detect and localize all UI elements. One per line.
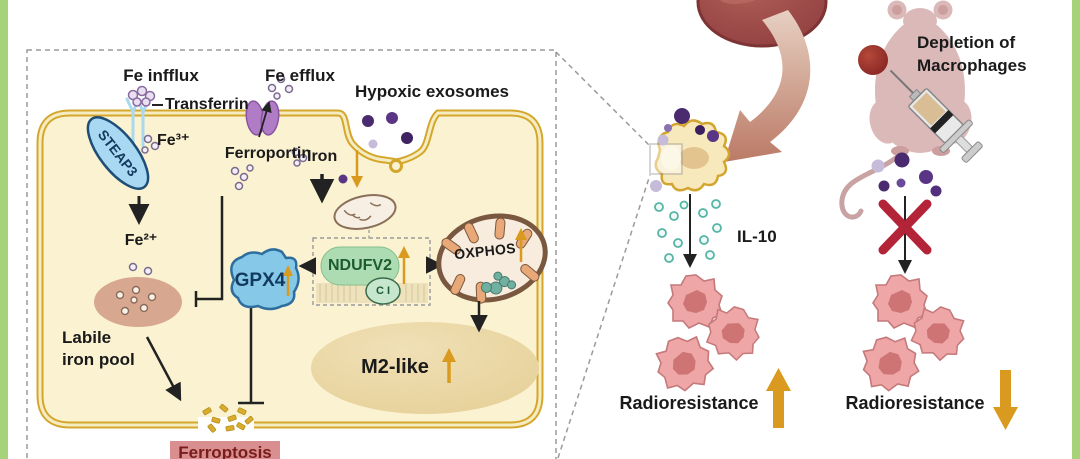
hypoxic-exosomes-label: Hypoxic exosomes	[354, 82, 509, 101]
m2-macrophage-ellipse	[311, 322, 539, 414]
il10-label: IL-10	[737, 227, 777, 246]
labile-iron-pool-label: Labile iron pool	[62, 328, 135, 370]
depletion-of-macrophages-label: Depletion of Macrophages	[917, 33, 1027, 75]
gpx4-protein	[230, 248, 300, 311]
ndufv2-protein	[320, 246, 410, 286]
labile-iron-pool	[94, 277, 182, 327]
exosome-dots	[338, 112, 413, 184]
complex1-label: C I	[375, 285, 391, 297]
mitochondrion-small-icon	[333, 194, 397, 230]
red-x-icon	[878, 199, 932, 255]
zoom-connector-bottom-line	[557, 174, 651, 459]
ferroportin-label: Ferroportin	[224, 145, 312, 162]
radioresistance-right-label: Radioresistance	[845, 393, 985, 413]
tumor-icon	[696, 0, 828, 48]
inhibition-lines	[194, 196, 264, 405]
m2-up-gold-arrow	[442, 348, 456, 383]
dashed-panel-border	[26, 49, 651, 459]
mouse-tumor-spot	[858, 45, 888, 75]
iron-label: Iron	[307, 148, 338, 165]
steap3-enzyme: STEAP3	[86, 116, 150, 190]
ferroportin-inhibits-pool-line	[196, 196, 224, 301]
transferrin-label: Transferrin	[165, 96, 249, 113]
tumor-cells-left	[650, 274, 768, 397]
iron-down-gold-arrow	[351, 176, 363, 188]
fe-influx-label: Fe infflux	[123, 66, 199, 85]
radioresistance-down-arrow	[993, 370, 1018, 430]
depleted-exosome-dots	[871, 152, 942, 197]
macrophage-nucleus	[679, 147, 709, 169]
m2-like-label: M2-like	[361, 356, 429, 378]
iron-entry-arrows	[309, 150, 363, 204]
ferroptosis-fragments	[198, 403, 254, 433]
macrophage-exosome-dots	[650, 108, 719, 192]
zoom-connector-top-line	[555, 51, 651, 147]
oxphos-up-gold-arrow	[515, 228, 527, 240]
zoom-source-square	[649, 143, 683, 175]
gpx4-up-gold-arrow	[283, 265, 293, 276]
fe-efflux-arrow	[258, 101, 272, 138]
syringe-icon	[889, 69, 983, 163]
oxphos-mitochondrion-icon	[436, 213, 548, 304]
fe3-label: Fe³⁺	[157, 132, 190, 149]
ferroportin-transporter-icon	[245, 100, 280, 138]
transferrin-iron-dots	[127, 85, 156, 107]
ndufv2-label: NDUFV2	[327, 257, 392, 274]
il10-dots	[654, 199, 722, 263]
ferroptosis-label: Ferroptosis	[170, 441, 280, 459]
pool-to-ferroptosis-arrow	[145, 336, 182, 402]
tumor-to-macrophage-curved-arrow	[724, 10, 811, 162]
complex-i	[365, 277, 401, 305]
radioresistance-left-label: Radioresistance	[619, 393, 759, 413]
fe2-label: Fe²⁺	[124, 232, 158, 249]
endocytosis-bud	[389, 159, 403, 173]
radioresistance-up-arrow	[766, 368, 791, 428]
ndufv2-up-gold-arrow	[398, 246, 410, 258]
tumor-cells-right	[857, 274, 973, 396]
fe-efflux-label: Fe efflux	[265, 66, 335, 85]
iron-dots	[128, 74, 308, 276]
gpx4-label: GPX4	[234, 270, 286, 291]
